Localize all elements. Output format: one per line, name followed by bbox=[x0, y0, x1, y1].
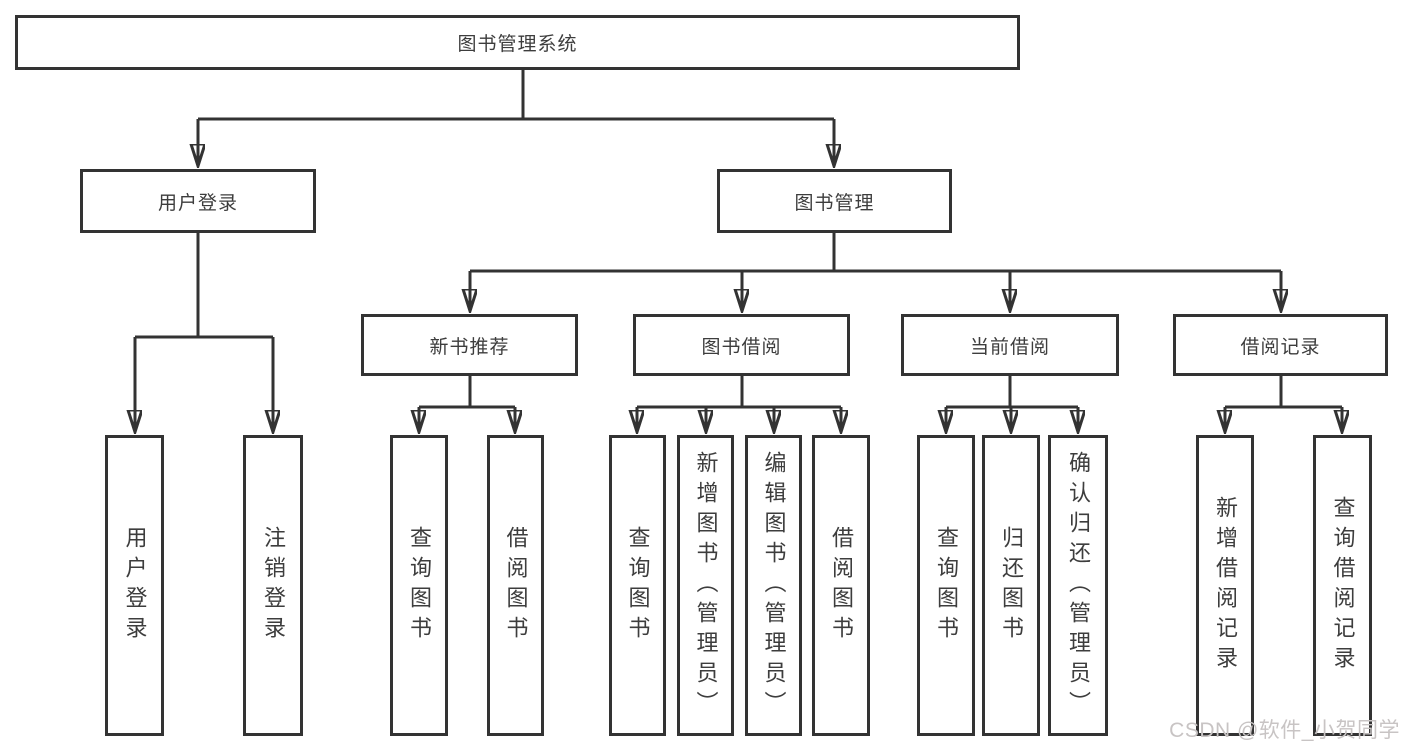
leaf-edit-books-admin: 编辑图书（管理员） bbox=[745, 435, 802, 736]
leaf-current-query-books-label: 查询图书 bbox=[934, 525, 959, 646]
node-current-borrow: 当前借阅 bbox=[901, 314, 1119, 376]
leaf-edit-books-admin-label: 编辑图书（管理员） bbox=[761, 450, 787, 721]
leaf-current-query-books: 查询图书 bbox=[917, 435, 975, 736]
leaf-user-login-label: 用户登录 bbox=[122, 525, 148, 646]
node-new-book-recommend: 新书推荐 bbox=[361, 314, 578, 376]
leaf-user-login: 用户登录 bbox=[105, 435, 164, 736]
leaf-query-borrow-record: 查询借阅记录 bbox=[1313, 435, 1372, 736]
node-new-book-recommend-label: 新书推荐 bbox=[429, 336, 510, 358]
leaf-logout: 注销登录 bbox=[243, 435, 303, 736]
node-book-borrow: 图书借阅 bbox=[633, 314, 850, 376]
leaf-add-books-admin-label: 新增图书（管理员） bbox=[693, 450, 719, 721]
leaf-borrow-books-label: 借阅图书 bbox=[829, 525, 854, 646]
node-book-borrow-label: 图书借阅 bbox=[701, 336, 782, 358]
node-current-borrow-label: 当前借阅 bbox=[969, 336, 1050, 358]
leaf-query-borrow-record-label: 查询借阅记录 bbox=[1330, 495, 1356, 676]
leaf-recommend-query-books: 查询图书 bbox=[390, 435, 448, 736]
node-book-management-label: 图书管理 bbox=[794, 192, 875, 214]
node-book-management: 图书管理 bbox=[717, 169, 952, 233]
leaf-add-books-admin: 新增图书（管理员） bbox=[677, 435, 734, 736]
leaf-recommend-query-books-label: 查询图书 bbox=[407, 525, 432, 646]
node-borrow-records: 借阅记录 bbox=[1173, 314, 1388, 376]
leaf-borrow-query-books: 查询图书 bbox=[609, 435, 666, 736]
node-user-login: 用户登录 bbox=[80, 169, 316, 233]
leaf-confirm-return-admin: 确认归还（管理员） bbox=[1048, 435, 1108, 736]
leaf-return-books-label: 归还图书 bbox=[999, 525, 1024, 646]
leaf-borrow-query-books-label: 查询图书 bbox=[625, 525, 651, 646]
leaf-logout-label: 注销登录 bbox=[261, 525, 286, 646]
leaf-confirm-return-admin-label: 确认归还（管理员） bbox=[1066, 450, 1091, 721]
leaf-borrow-books: 借阅图书 bbox=[812, 435, 870, 736]
leaf-recommend-borrow-books-label: 借阅图书 bbox=[503, 525, 529, 646]
node-root-label: 图书管理系统 bbox=[457, 34, 578, 55]
node-borrow-records-label: 借阅记录 bbox=[1240, 336, 1321, 358]
leaf-return-books: 归还图书 bbox=[982, 435, 1040, 736]
leaf-add-borrow-record-label: 新增借阅记录 bbox=[1213, 495, 1238, 676]
node-root: 图书管理系统 bbox=[15, 15, 1020, 70]
leaf-recommend-borrow-books: 借阅图书 bbox=[487, 435, 544, 736]
leaf-add-borrow-record: 新增借阅记录 bbox=[1196, 435, 1254, 736]
node-user-login-label: 用户登录 bbox=[157, 192, 238, 214]
csdn-watermark: CSDN @软件_小贺同学 bbox=[1169, 719, 1400, 742]
